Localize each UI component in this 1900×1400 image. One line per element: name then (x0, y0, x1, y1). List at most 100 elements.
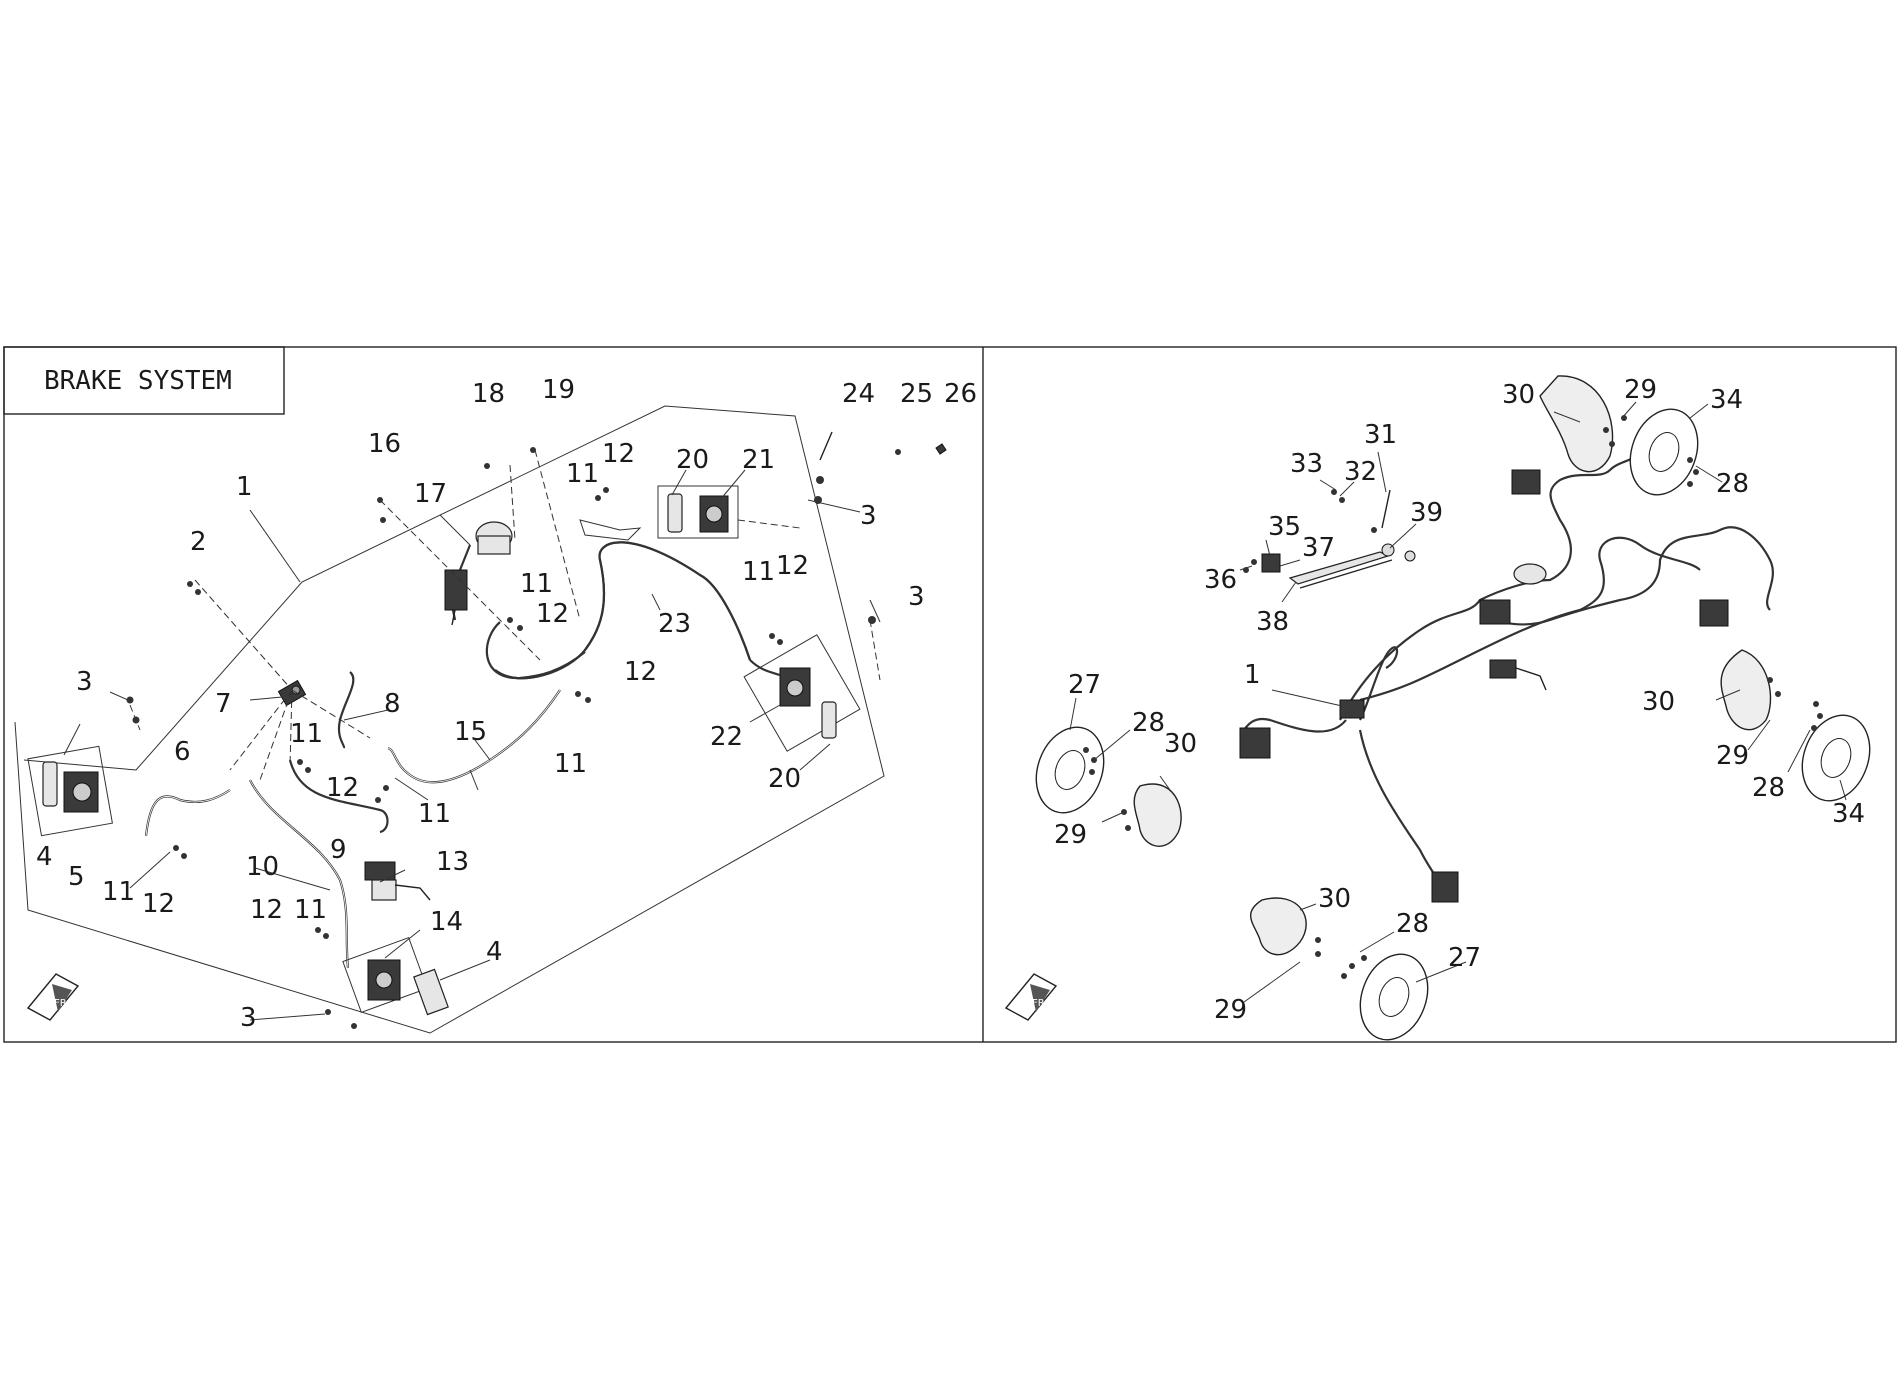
callout-8: 8 (384, 689, 401, 719)
callout-25: 25 (900, 379, 933, 409)
rear-right-caliper-kit (657, 485, 739, 539)
callout-20: 20 (768, 764, 801, 794)
callout-39: 39 (1410, 498, 1443, 528)
callout-1: 1 (1244, 660, 1261, 690)
callout-29: 29 (1214, 995, 1247, 1025)
callout-12: 12 (624, 657, 657, 687)
callout-33: 33 (1290, 449, 1323, 479)
master-cylinder (444, 521, 513, 626)
callout-4: 4 (36, 842, 53, 872)
callout-30: 30 (1318, 884, 1351, 914)
title-box (3, 346, 285, 415)
dust-shield (1720, 649, 1772, 731)
spring (1381, 489, 1391, 529)
callout-29: 29 (1716, 741, 1749, 771)
brake-line-front-right (1358, 729, 1438, 882)
front-direction-icon: FR (1004, 973, 1058, 1021)
callout-38: 38 (1256, 607, 1289, 637)
callout-29: 29 (1624, 375, 1657, 405)
right-panel (1035, 375, 1871, 1041)
callout-22: 22 (710, 722, 743, 752)
callout-32: 32 (1344, 457, 1377, 487)
callout-15: 15 (454, 717, 487, 747)
front-direction-icon: FR (26, 973, 80, 1021)
callout-34: 34 (1832, 799, 1865, 829)
diagram-title: BRAKE SYSTEM (44, 366, 232, 396)
callout-11: 11 (290, 719, 323, 749)
callout-28: 28 (1716, 469, 1749, 499)
bleed-screw (819, 431, 833, 461)
callout-3: 3 (76, 667, 93, 697)
brake-line-branch (1359, 646, 1399, 721)
rear-left-caliper-kit (743, 634, 861, 752)
dust-shield (1133, 783, 1182, 847)
callout-30: 30 (1164, 729, 1197, 759)
callout-12: 12 (602, 439, 635, 469)
callout-11: 11 (102, 877, 135, 907)
brake-line-loop (485, 621, 586, 680)
callout-12: 12 (250, 895, 283, 925)
brake-disc (1629, 408, 1699, 496)
front-left-caliper (1239, 727, 1271, 759)
diagram-frame (3, 346, 1897, 1043)
svg-text:FR: FR (1032, 998, 1045, 1009)
front-left-caliper (27, 745, 113, 837)
callout-12: 12 (142, 889, 175, 919)
cap (935, 443, 947, 455)
front-right-caliper-kit (342, 937, 449, 1016)
callout-leaders (63, 469, 881, 1021)
brake-disc (1359, 953, 1429, 1041)
handlebar-master-cylinder (1489, 659, 1517, 679)
callout-35: 35 (1268, 512, 1301, 542)
callout-16: 16 (368, 429, 401, 459)
handlebar-master-cylinder (364, 861, 431, 901)
dust-shield (1249, 897, 1307, 956)
callout-12: 12 (776, 551, 809, 581)
callout-6: 6 (174, 737, 191, 767)
callout-11: 11 (418, 799, 451, 829)
callout-27: 27 (1448, 943, 1481, 973)
callout-18: 18 (472, 379, 505, 409)
callout-19: 19 (542, 375, 575, 405)
callout-24: 24 (842, 379, 875, 409)
rotor-fasteners (1083, 415, 1823, 979)
brake-line-network-2 (1359, 536, 1701, 702)
callout-20: 20 (676, 445, 709, 475)
callout-3: 3 (908, 582, 925, 612)
callout-11: 11 (520, 569, 553, 599)
pedal-pad (1261, 553, 1281, 573)
callout-7: 7 (215, 689, 232, 719)
callout-10: 10 (246, 852, 279, 882)
callout-5: 5 (68, 862, 85, 892)
callout-28: 28 (1752, 773, 1785, 803)
callout-11: 11 (566, 459, 599, 489)
brake-disc (1035, 726, 1105, 814)
callout-17: 17 (414, 479, 447, 509)
junction-block (1339, 699, 1365, 719)
callout-leaders (1069, 401, 1847, 1003)
callout-11: 11 (554, 749, 587, 779)
rear-caliper-right (1699, 599, 1729, 627)
callout-34: 34 (1710, 385, 1743, 415)
brake-line-network-3 (1479, 526, 1774, 626)
line-bracket (579, 519, 642, 541)
rear-caliper-top (1511, 469, 1541, 495)
callout-9: 9 (330, 835, 347, 865)
hardware-fasteners (126, 447, 901, 1029)
left-panel (14, 405, 947, 1034)
brake-hose-9 (288, 759, 389, 834)
callout-23: 23 (658, 609, 691, 639)
callout-30: 30 (1502, 380, 1535, 410)
callout-12: 12 (326, 773, 359, 803)
callout-27: 27 (1068, 670, 1101, 700)
left-callouts: 1 2 3 3 3 3 4 4 5 6 7 8 9 10 11 11 11 11… (36, 375, 977, 1033)
callout-30: 30 (1642, 687, 1675, 717)
callout-36: 36 (1204, 565, 1237, 595)
kit-boundary (14, 405, 885, 1034)
callout-1: 1 (236, 472, 253, 502)
callout-28: 28 (1132, 708, 1165, 738)
callout-21: 21 (742, 445, 775, 475)
callout-31: 31 (1364, 420, 1397, 450)
callout-14: 14 (430, 907, 463, 937)
brake-line-23 (494, 541, 752, 680)
